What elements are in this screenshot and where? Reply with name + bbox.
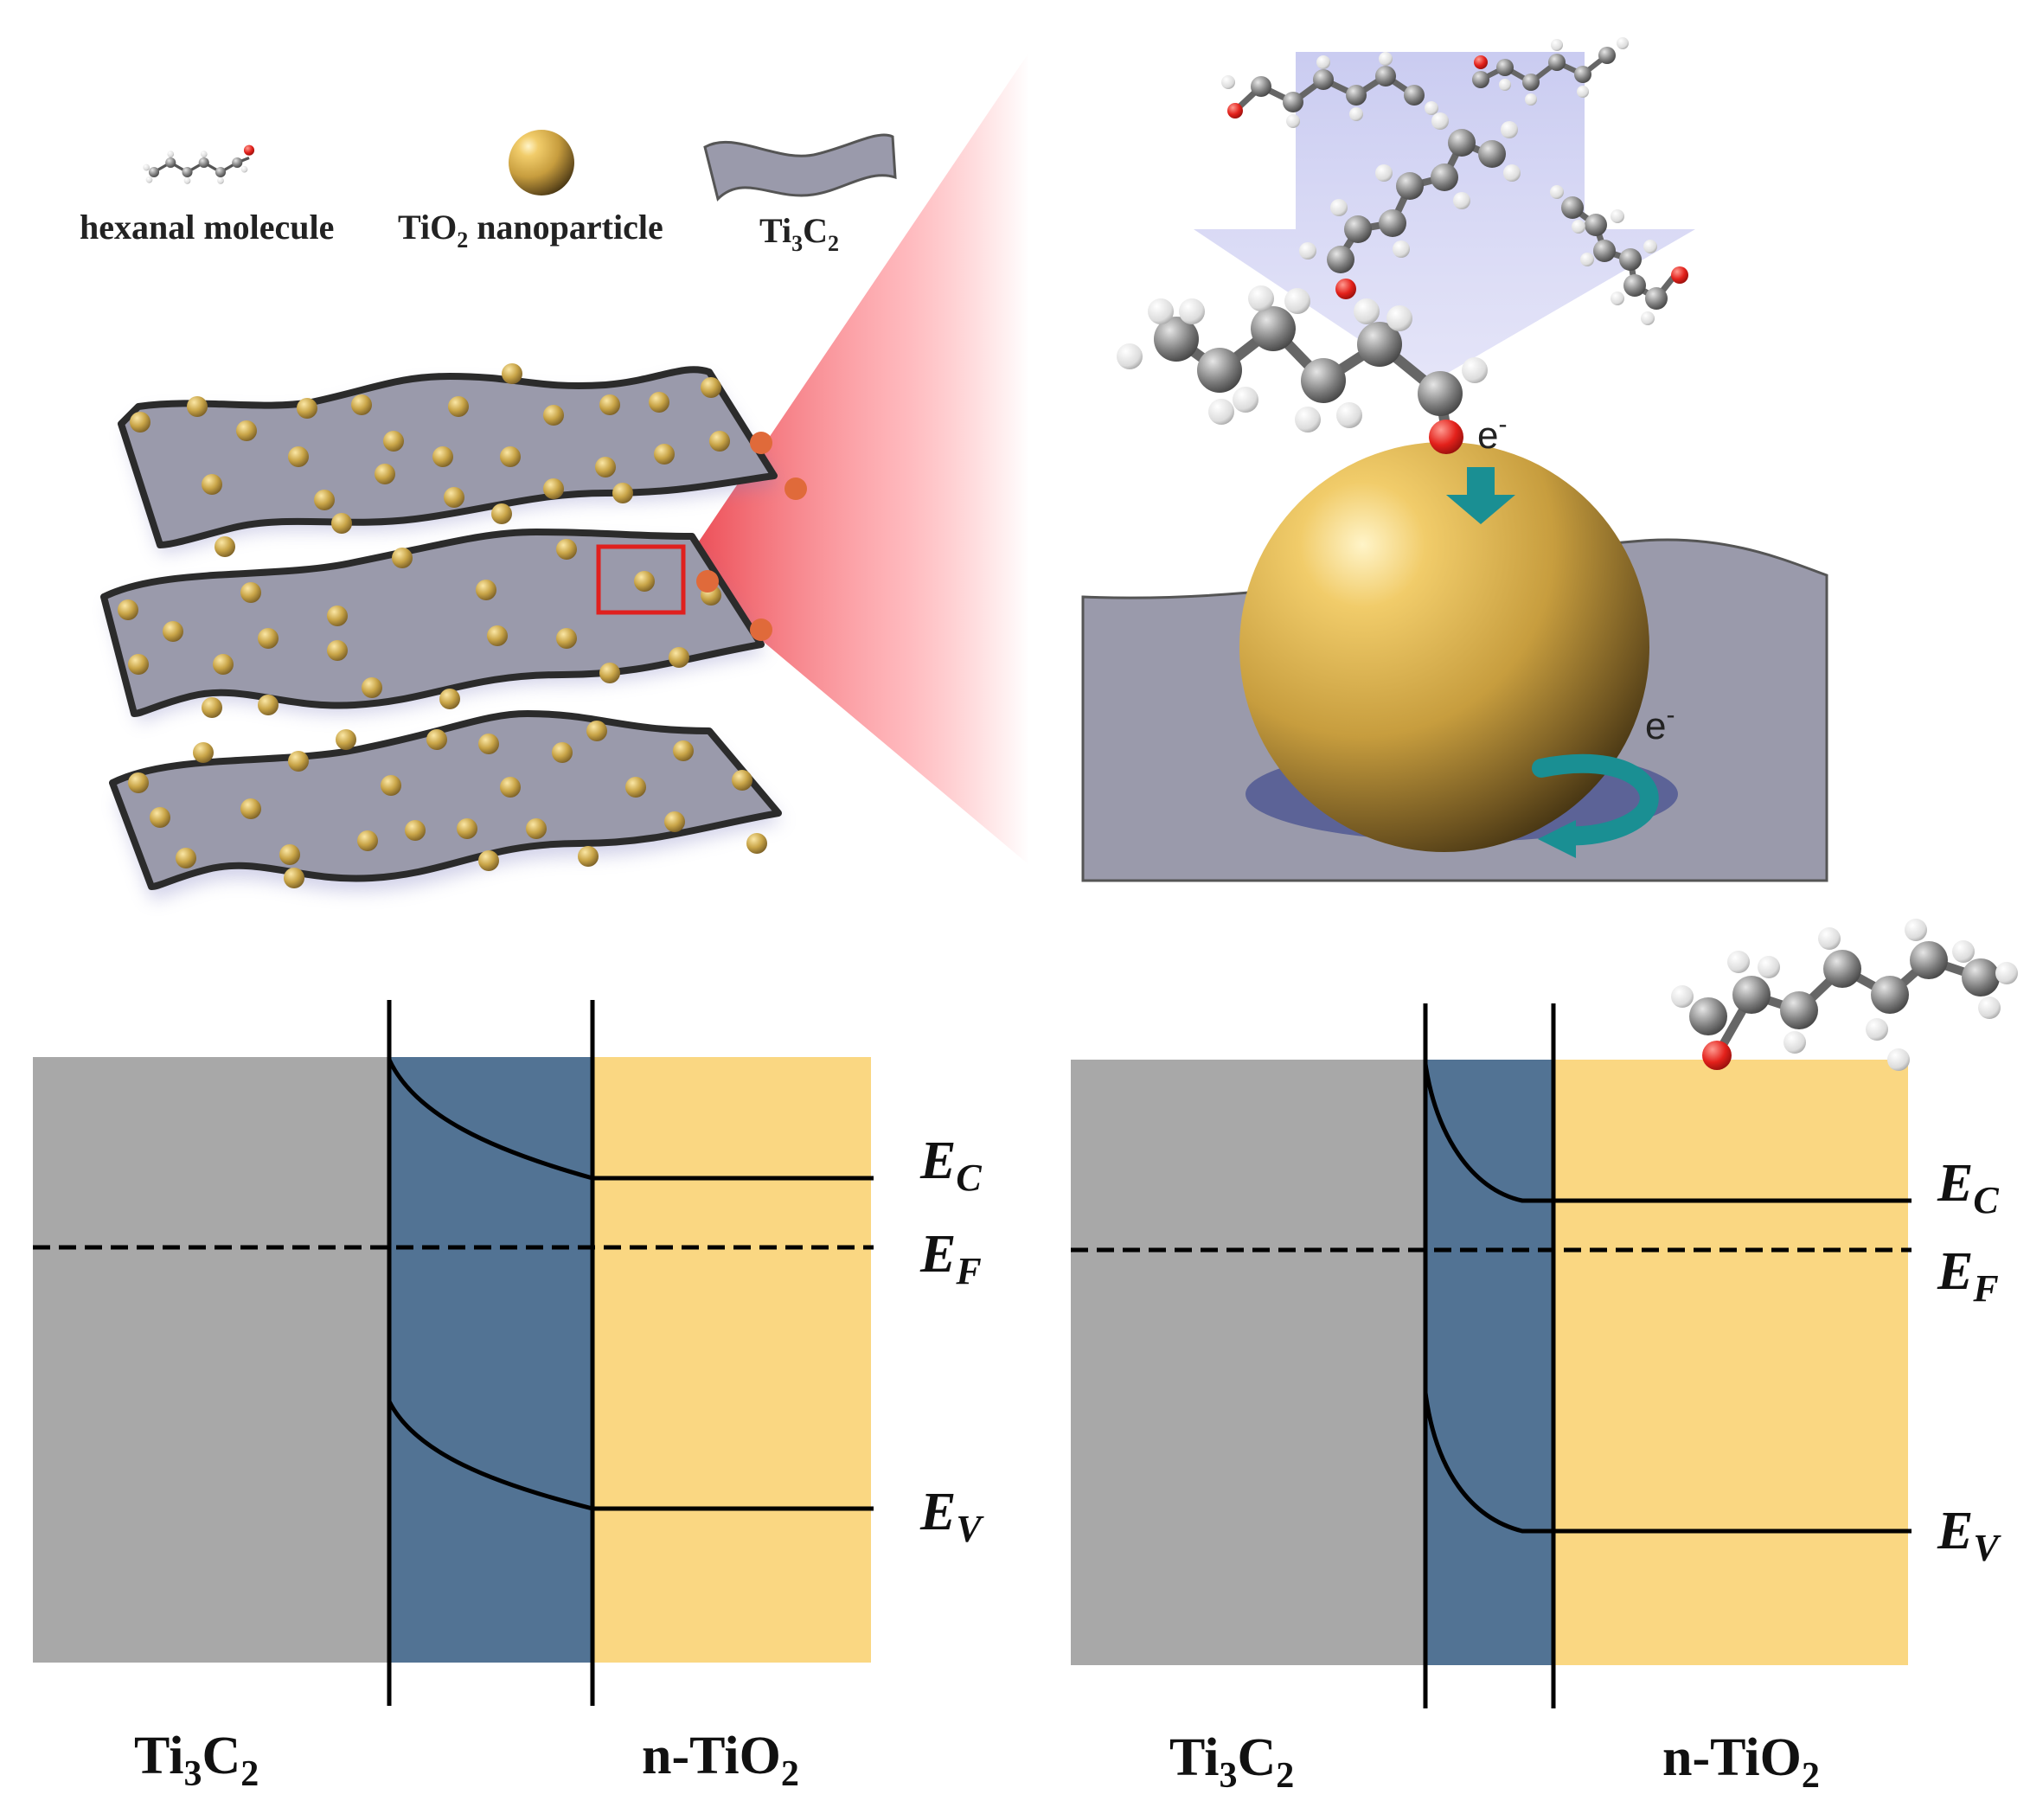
band-right-ef-label: EF [1937, 1242, 1999, 1310]
band-left-ti3c2-a: Ti [134, 1727, 183, 1785]
band-left-ec-main: E [919, 1131, 956, 1190]
electron-top-base: e [1477, 414, 1498, 457]
band-left-conduction-edge [387, 1058, 874, 1181]
band-left-ev-label: EV [919, 1483, 984, 1550]
band-left-ntio2-s: 2 [781, 1754, 799, 1794]
band-right-ev-sub: V [1973, 1527, 2001, 1569]
ti3c2-sheet-stack [100, 363, 807, 900]
band-right-ntio2-label: n-TiO2 [1662, 1728, 1820, 1796]
band-left-metal-region [33, 1057, 389, 1663]
legend-hexanal-label: hexanal molecule [80, 208, 334, 247]
edge-nanoparticles [696, 432, 807, 641]
band-left-ti3c2-s1: 3 [183, 1754, 202, 1794]
band-left-ec-label: EC [919, 1131, 982, 1199]
legend-tio2-rest: nanoparticle [468, 208, 663, 247]
highlight-box [596, 544, 686, 615]
band-right-tio2-region [1553, 1060, 1908, 1665]
band-right-ntio2-a: n-TiO [1662, 1728, 1802, 1787]
sheet-nanoparticles [118, 363, 767, 888]
legend-ti3c2-a: Ti [759, 211, 791, 250]
circulation-arrowhead [1538, 820, 1576, 858]
band-right-ev-main: E [1937, 1502, 1973, 1560]
tio2-nanoparticle [1239, 442, 1649, 852]
band-right-ec-main: E [1937, 1154, 1973, 1213]
adsorbed-hexanal-molecule [1117, 285, 1488, 454]
electron-bottom-sup: - [1666, 701, 1675, 729]
zoom-panel: e- e- [1081, 37, 1828, 882]
electron-label-bottom: e- [1645, 701, 1675, 747]
magnification-beam [679, 52, 1029, 865]
band-left-depletion-region [389, 1057, 592, 1663]
gas-hexanal-molecule-1 [1221, 52, 1438, 128]
band-diagram-right: EC EF EV Ti3C2 n-TiO2 [1071, 919, 2018, 1796]
band-right-ec-label: EC [1937, 1154, 1999, 1221]
legend-tio2-base: TiO [398, 208, 457, 247]
legend-tio2-sub: 2 [457, 228, 468, 253]
band-right-conduction-edge [1423, 1063, 1912, 1203]
band-right-ti3c2-s2: 2 [1276, 1756, 1294, 1796]
band-left-ti3c2-label: Ti3C2 [134, 1727, 259, 1794]
band-diagram-left: EC EF EV Ti3C2 n-TiO2 [33, 1000, 984, 1794]
band-right-ntio2-s: 2 [1802, 1756, 1820, 1796]
band-left-ti3c2-b: C [202, 1727, 240, 1785]
electron-bottom-base: e [1645, 705, 1666, 747]
ti3c2-sheet-icon [703, 133, 897, 202]
band-right-ti3c2-s1: 3 [1219, 1756, 1237, 1796]
gas-hexanal-molecule-4 [1550, 185, 1688, 325]
band-right-ef-sub: F [1972, 1267, 1998, 1310]
gas-flow-arrow [1194, 52, 1695, 385]
gas-hexanal-molecule-2 [1472, 37, 1629, 106]
legend-ti3c2-label: Ti3C2 [759, 211, 839, 256]
ti3c2-sheet-middle [100, 529, 765, 722]
band-right-ti3c2-label: Ti3C2 [1169, 1728, 1294, 1796]
band-left-ntio2-a: n-TiO [642, 1727, 781, 1785]
band-left-ef-sub: F [955, 1250, 981, 1292]
legend-ti3c2-sub2: 2 [828, 231, 839, 256]
band-left-tio2-region [592, 1057, 871, 1663]
electron-top-sup: - [1498, 410, 1507, 439]
electron-circulation-arrow [1532, 753, 1659, 846]
band-right-metal-region [1071, 1060, 1425, 1665]
electron-transfer-arrow [1446, 467, 1515, 524]
hexanal-molecule-icon [143, 144, 255, 184]
legend-ti3c2-sub1: 3 [791, 231, 803, 256]
band-right-depletion-region [1425, 1060, 1553, 1665]
band-right-ti3c2-b: C [1237, 1728, 1276, 1787]
band-right-ev-label: EV [1937, 1502, 2001, 1569]
band-left-ef-label: EF [919, 1225, 982, 1292]
electron-label-top: e- [1477, 410, 1507, 457]
band-left-valence-edge [387, 1400, 874, 1511]
gas-hexanal-molecule-3 [1299, 112, 1521, 299]
legend-tio2-label: TiO2 nanoparticle [398, 208, 663, 253]
band-right-ti3c2-a: Ti [1169, 1728, 1219, 1787]
tio2-nanoparticle-icon [509, 130, 574, 195]
band-left-ev-main: E [919, 1483, 956, 1541]
legend-ti3c2-b: C [803, 211, 828, 250]
band-left-ef-main: E [919, 1225, 956, 1284]
band-right-valence-edge [1423, 1392, 1912, 1534]
legend: hexanal molecule TiO2 nanoparticle Ti3C2 [80, 130, 897, 256]
band-right-ef-main: E [1937, 1242, 1973, 1301]
band-right-ec-sub: C [1973, 1179, 1999, 1221]
band-left-ec-sub: C [956, 1157, 982, 1199]
band-left-ti3c2-s2: 2 [240, 1754, 259, 1794]
band-left-ntio2-label: n-TiO2 [642, 1727, 799, 1794]
band-left-ev-sub: V [956, 1508, 984, 1550]
band-right-hexanal-molecule [1671, 919, 2018, 1071]
